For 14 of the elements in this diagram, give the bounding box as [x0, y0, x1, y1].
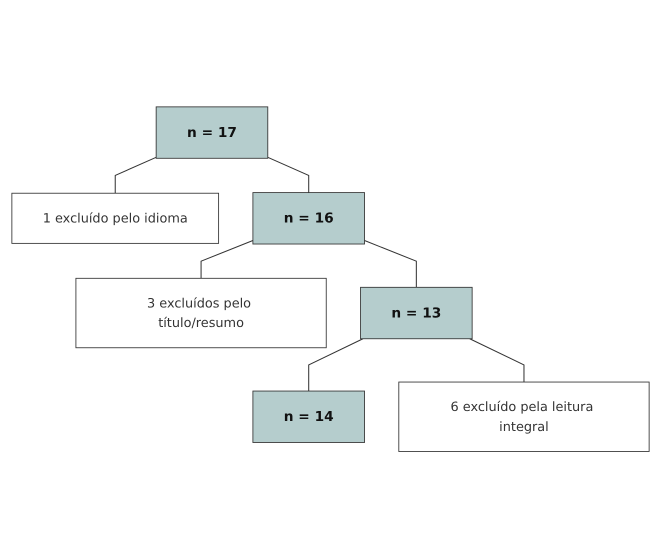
connector	[114, 156, 156, 194]
connector	[469, 338, 524, 382]
node-box	[156, 106, 268, 159]
connector	[268, 156, 310, 192]
node-box	[252, 192, 365, 244]
node-box	[398, 381, 650, 452]
node-box	[11, 192, 220, 244]
node-box	[75, 278, 327, 348]
node-box	[252, 390, 365, 443]
connector	[364, 240, 417, 288]
connector	[308, 338, 364, 391]
node-box	[360, 286, 473, 339]
connector	[200, 240, 254, 278]
flowchart-diagram: n = 17 1 excluído pelo idioma n = 16 3 excluídos pelo título/resumo n = 13 6 excluído pela leitura integral n = 14	[5, 100, 656, 458]
